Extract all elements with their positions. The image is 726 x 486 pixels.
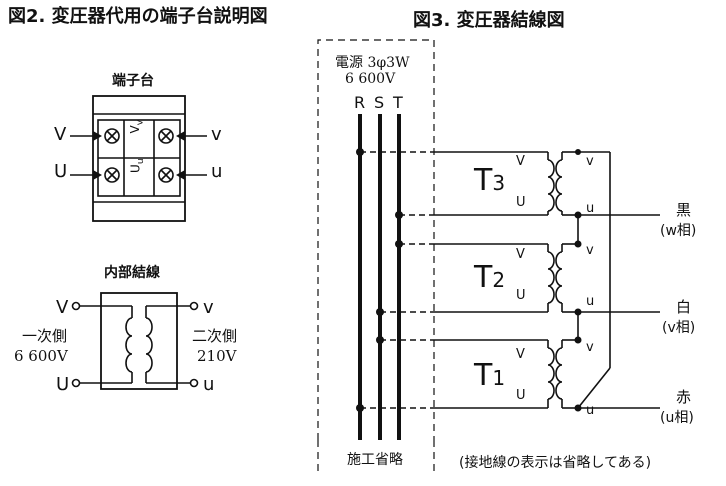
arrow-V-head-icon <box>93 131 102 141</box>
int-label-v: v <box>203 297 214 318</box>
t3-hv-bottom: U <box>516 195 526 210</box>
source-label: 電源 3φ3W <box>335 55 410 71</box>
phase-R: R <box>354 93 366 112</box>
t2-main: T <box>474 260 493 295</box>
int-primary-coil-icon <box>125 317 133 373</box>
t3-hv-coil-icon <box>547 159 555 212</box>
t3-main: T <box>474 163 493 198</box>
t3-hv-top: V <box>516 154 525 169</box>
t2-lv-bottom: u <box>586 294 595 309</box>
int-term-u-icon <box>189 378 199 388</box>
internal-box <box>100 292 178 390</box>
t1-hv-coil-icon <box>547 347 555 400</box>
t1-hv-top: V <box>516 347 525 362</box>
dot-R-T1 <box>356 404 364 412</box>
source-voltage: 6 600V <box>345 71 396 87</box>
dot-T2-u <box>574 308 582 316</box>
ground-note: (接地線の表示は省略してある) <box>459 455 652 471</box>
secondary-label: 二次側 <box>192 327 238 345</box>
t1-main: T <box>474 358 493 393</box>
int-term-U-icon <box>71 378 81 388</box>
output-red: 赤 <box>676 388 692 406</box>
construction-note: 施工省略 <box>347 452 403 468</box>
t1-label: T1 <box>474 358 505 393</box>
output-black: 黒 <box>676 201 692 219</box>
terminal-block-title: 端子台 <box>112 73 154 89</box>
dot-S-T2 <box>376 308 384 316</box>
output-white: 白 <box>676 298 692 316</box>
t3-lv-bottom: u <box>586 201 595 216</box>
dot-T-T2 <box>395 240 403 248</box>
arrow-v-head-icon <box>176 131 185 141</box>
t2-hv-coil-icon <box>547 251 555 304</box>
tb-label-U: U <box>54 161 68 182</box>
int-term-v-icon <box>189 301 199 311</box>
t3-lv-coil-icon <box>555 159 563 212</box>
t1-lv-top: v <box>586 340 594 355</box>
screw-v-icon <box>158 128 174 144</box>
t1-sub: 1 <box>492 366 506 390</box>
int-label-U: U <box>56 374 70 395</box>
int-secondary-coil-icon <box>145 317 153 373</box>
t2-lv-top: v <box>586 243 594 258</box>
output-white-phase: (v相) <box>662 320 696 336</box>
arrow-U-head-icon <box>93 170 102 180</box>
t2-hv-top: V <box>516 247 525 262</box>
secondary-voltage: 210V <box>197 347 237 365</box>
t3-coils <box>547 151 578 216</box>
int-term-V-icon <box>71 301 81 311</box>
output-black-phase: (w相) <box>660 223 697 239</box>
screw-V-icon <box>104 128 120 144</box>
int-label-V: V <box>56 297 69 318</box>
primary-label: 一次側 <box>22 327 68 345</box>
t3-label: T3 <box>474 163 505 198</box>
arrow-u-head-icon <box>176 170 185 180</box>
screw-u-cross-icon <box>160 169 172 181</box>
screw-U-icon <box>104 167 120 183</box>
t2-coils <box>547 243 578 313</box>
t3-sub: 3 <box>492 171 506 195</box>
t2-sub: 2 <box>492 268 506 292</box>
dot-T-T3 <box>395 211 403 219</box>
dot-T3-u <box>574 211 582 219</box>
t1-lv-bottom: u <box>586 403 595 418</box>
fig2-title: 図2. 変圧器代用の端子台説明図 <box>8 6 268 27</box>
dot-T3-v <box>575 149 581 155</box>
t3-lv-top: v <box>586 154 594 169</box>
screw-u-icon <box>158 167 174 183</box>
t1-lv-coil-icon <box>555 347 563 400</box>
screw-V-cross-icon <box>106 130 118 142</box>
construction-omitted-box <box>317 39 435 440</box>
fig3-title: 図3. 変圧器結線図 <box>413 10 565 31</box>
screw-U-cross-icon <box>106 169 118 181</box>
dot-T1-v <box>574 336 582 344</box>
dot-T2-v <box>574 240 582 248</box>
tb-label-v: v <box>211 124 222 145</box>
delta-T1u-diagonal <box>577 367 611 409</box>
internal-title: 内部結線 <box>104 265 160 281</box>
dot-R-T3 <box>356 148 364 156</box>
dot-T1-u <box>574 404 582 412</box>
primary-voltage: 6 600V <box>14 347 68 365</box>
tb-label-u: u <box>211 161 223 182</box>
output-red-phase: (u相) <box>660 410 694 426</box>
int-label-u: u <box>203 374 215 395</box>
terminal-block-outer <box>92 95 186 222</box>
t1-coils <box>547 339 578 409</box>
tb-label-V: V <box>54 124 67 145</box>
screw-v-cross-icon <box>160 130 172 142</box>
t2-label: T2 <box>474 260 505 295</box>
dot-S-T1 <box>376 336 384 344</box>
phase-S: S <box>374 93 385 112</box>
t2-hv-bottom: U <box>516 288 526 303</box>
phase-T: T <box>393 93 403 112</box>
t1-hv-bottom: U <box>516 388 526 403</box>
t2-lv-coil-icon <box>555 251 563 304</box>
